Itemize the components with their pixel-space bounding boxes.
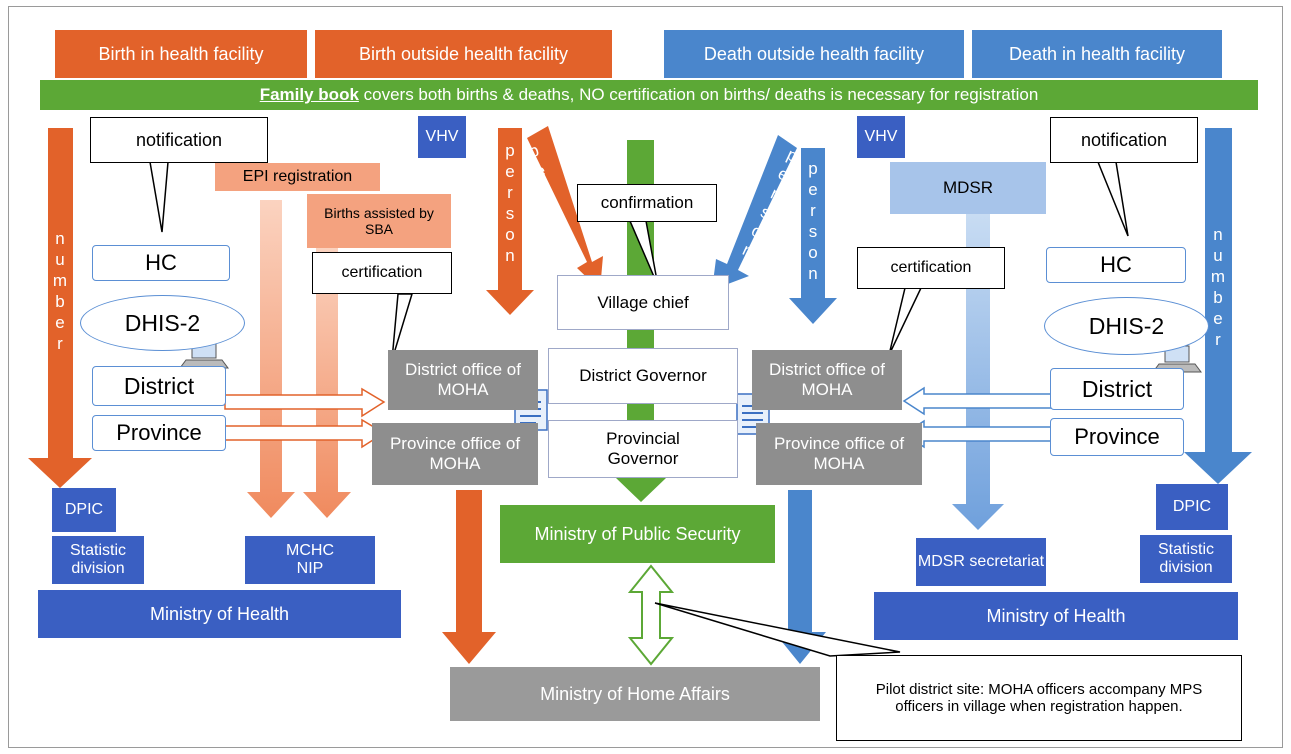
right-province-box: Province (1050, 418, 1184, 456)
vertical-letter: o (808, 243, 818, 262)
vhv-badge-left: VHV (418, 116, 466, 158)
confirmation-callout: confirmation (577, 184, 717, 222)
right-district-moha-box: District office of MOHA (752, 350, 902, 410)
vertical-letter: p (808, 159, 818, 178)
vertical-letter: o (505, 225, 515, 244)
birth-outside-facility-header: Birth outside health facility (315, 30, 612, 78)
left-certification-callout: certification (312, 252, 452, 294)
vertical-letter: p (505, 141, 515, 160)
right-number-arrow (1184, 128, 1252, 484)
vertical-letter: r (810, 201, 816, 220)
vertical-letter: s (505, 204, 515, 223)
births-sba-box: Births assisted by SBA (307, 194, 451, 248)
right-statistic-division-box: Statistic division (1140, 535, 1232, 583)
death-outside-facility-header: Death outside health facility (664, 30, 964, 78)
right-dpic-box: DPIC (1156, 484, 1228, 530)
vertical-letter: s (808, 222, 818, 241)
vertical-letter: r (1215, 330, 1221, 349)
vertical-letter: e (55, 313, 65, 332)
sba-arrow (303, 245, 351, 518)
right-cert-tail (888, 287, 923, 356)
right-certification-callout: certification (857, 247, 1005, 289)
left-hc-box: HC (92, 245, 230, 281)
left-ministry-of-health-box: Ministry of Health (38, 590, 401, 638)
vertical-letter: m (1210, 267, 1226, 286)
vertical-letter: n (55, 229, 65, 248)
person-arrow-4 (712, 135, 797, 290)
diagram-frame (8, 6, 1283, 748)
vertical-letter: n (1213, 225, 1223, 244)
family-book-text: covers both births & deaths, NO certific… (358, 85, 1039, 105)
vertical-letter: e (505, 162, 515, 181)
person-arrow-2 (527, 126, 603, 290)
vertical-letter: r (507, 183, 513, 202)
right-notification-tail (1096, 161, 1129, 237)
vertical-letter: n (505, 246, 515, 265)
left-province-moha-box: Province office of MOHA (372, 423, 538, 485)
vertical-letter: b (55, 292, 65, 311)
family-book-banner: Family book covers both births & deaths,… (40, 80, 1258, 110)
double-green-arrow (627, 564, 675, 666)
ministry-home-affairs-box: Ministry of Home Affairs (450, 667, 820, 721)
left-dpic-box: DPIC (52, 488, 116, 532)
provincial-governor-box: Provincial Governor (548, 420, 738, 478)
ministry-public-security-box: Ministry of Public Security (500, 505, 775, 563)
left-district-arrow (224, 387, 386, 418)
left-district-moha-box: District office of MOHA (388, 350, 538, 410)
left-dhis2-ellipse: DHIS-2 (80, 295, 245, 351)
death-in-facility-header: Death in health facility (972, 30, 1222, 78)
orange-down-arrow (442, 490, 496, 664)
left-notification-callout: notification (90, 117, 268, 163)
mdsr-secretariat-box: MDSR secretariat (916, 538, 1046, 586)
person-arrow-1 (486, 128, 534, 315)
right-ministry-of-health-box: Ministry of Health (874, 592, 1238, 640)
right-notification-callout: notification (1050, 117, 1198, 163)
blue-down-arrow (774, 490, 826, 664)
right-hc-box: HC (1046, 247, 1186, 283)
left-mchc-nip-box: MCHC NIP (245, 536, 375, 584)
left-district-box: District (92, 366, 226, 406)
epi-registration-box: EPI registration (215, 163, 380, 191)
left-province-box: Province (92, 415, 226, 451)
left-cert-tail (391, 293, 414, 361)
mdsr-arrow (952, 214, 1004, 530)
right-dhis2-ellipse: DHIS-2 (1044, 297, 1209, 355)
right-district-arrow (902, 386, 1063, 416)
vertical-letter: b (1213, 288, 1223, 307)
person-arrow-3 (789, 148, 837, 324)
vertical-letter: e (1213, 309, 1223, 328)
village-chief-box: Village chief (557, 275, 729, 330)
left-statistic-division-box: Statistic division (52, 536, 144, 584)
vertical-letter: e (808, 180, 818, 199)
pilot-tail (654, 602, 901, 657)
vertical-letter: m (52, 271, 68, 290)
district-governor-box: District Governor (548, 348, 738, 404)
mdsr-box: MDSR (890, 162, 1046, 214)
family-book-label: Family book (259, 85, 359, 105)
left-number-arrow (28, 128, 92, 488)
left-province-arrow (224, 418, 386, 449)
vertical-letter: u (1213, 246, 1223, 265)
birth-in-facility-header: Birth in health facility (55, 30, 307, 78)
pilot-district-note: Pilot district site: MOHA officers accom… (836, 655, 1242, 741)
vertical-letter: r (57, 334, 63, 353)
epi-arrow (247, 200, 295, 518)
left-notification-tail (149, 161, 169, 233)
vertical-letter: n (808, 264, 818, 283)
vertical-letter: u (55, 250, 65, 269)
right-district-box: District (1050, 368, 1184, 410)
right-province-moha-box: Province office of MOHA (756, 423, 922, 485)
vhv-badge-right: VHV (857, 116, 905, 158)
